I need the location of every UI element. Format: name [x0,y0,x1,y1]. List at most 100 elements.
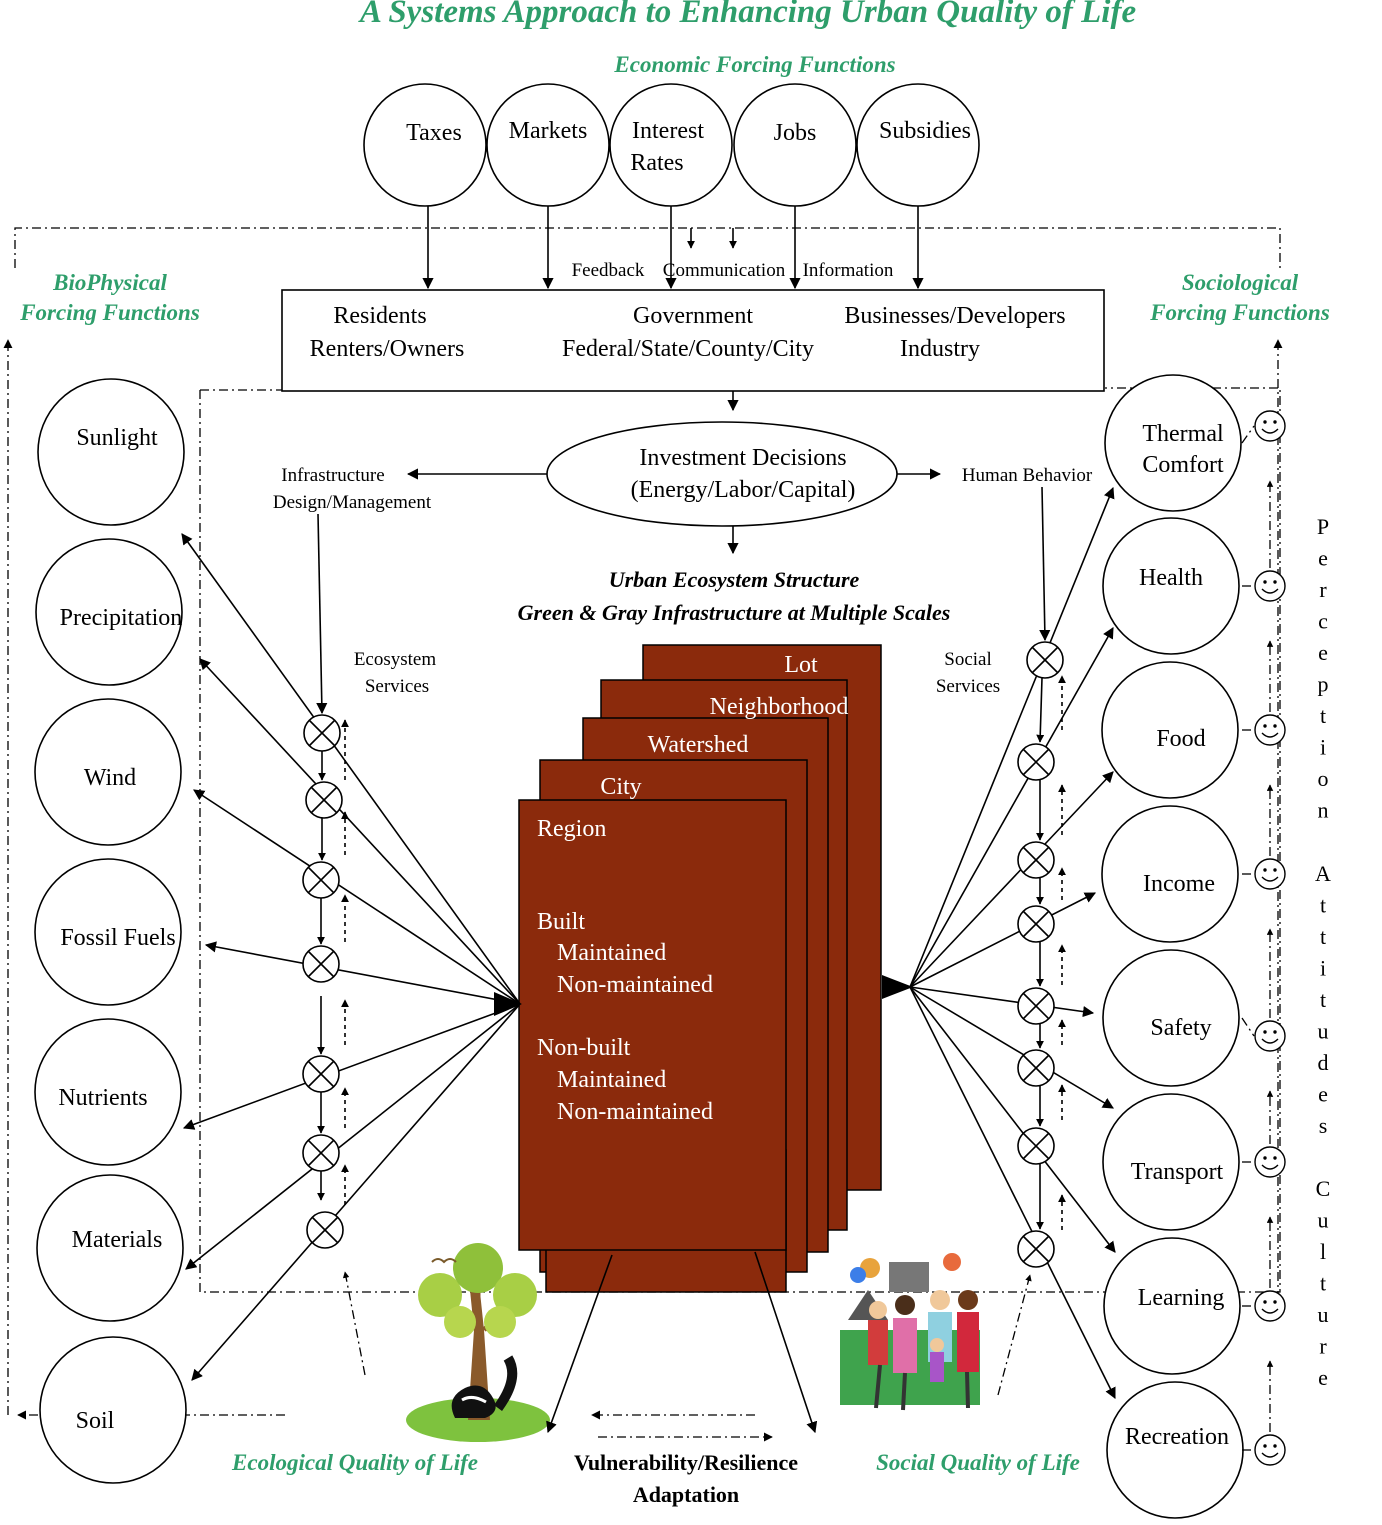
scale-stack: Lot Neighborhood Watershed City Region B… [518,644,882,1293]
city-label: City [600,774,641,800]
economic-circles: Taxes Markets Interest Rates Jobs Subsid… [363,83,980,207]
safety-circle [1102,949,1240,1087]
recreation-label: Recreation [1125,1424,1229,1450]
tree-illustration [406,1243,550,1442]
markets-circle [486,83,610,207]
valve-icon [302,1134,340,1172]
perception-smileys [1241,410,1286,1466]
infrastructure-line1: Infrastructure [281,465,384,486]
valve-icon [1017,987,1055,1025]
investment-line1: Investment Decisions [639,445,846,471]
valve-icon [1017,1049,1055,1087]
ecosystem-services-line1: Ecosystem [354,649,437,670]
soil-circle [39,1336,187,1484]
interest-label: Interest [632,118,704,144]
materials-label: Materials [72,1227,163,1253]
fossil-fuels-circle [34,858,182,1006]
sunlight-label: Sunlight [76,425,158,451]
watershed-label: Watershed [648,732,749,758]
valve-icon [1017,1230,1055,1268]
smiley-icon [1254,1020,1286,1052]
sociological-subheading: Forcing Functions [1149,300,1330,325]
recreation-circle [1106,1381,1244,1519]
sociological-circles: Thermal Comfort Health Food Income Safet… [1101,374,1244,1519]
feedback-label: Feedback [572,260,645,281]
biophysical-circles: Sunlight Precipitation Wind Fossil Fuels… [34,378,187,1484]
economic-arrows [422,206,924,290]
adaptation-label: Adaptation [633,1482,739,1507]
jobs-label: Jobs [774,120,817,146]
gov-levels-label: Federal/State/County/City [562,336,814,362]
nonbuilt-label: Non-built [537,1035,631,1061]
infrastructure-line2: Design/Management [273,492,432,513]
markets-label: Markets [509,118,588,144]
smiley-icon [1254,1146,1286,1178]
smiley-icon [1254,714,1286,746]
built-nonmaintained-label: Non-maintained [557,972,713,998]
left-fan-arrows [181,533,521,1381]
built-label: Built [537,909,585,935]
residents-label: Residents [333,303,426,329]
valve-icon [302,1055,340,1093]
valve-icon [1026,641,1064,679]
information-label: Information [803,260,894,281]
biophysical-subheading: Forcing Functions [19,300,200,325]
wind-circle [34,698,182,846]
nutrients-circle [34,1018,182,1166]
thermal-comfort-circle [1104,374,1242,512]
bottom-arrows [546,1251,818,1442]
ecosystem-services-line2: Services [365,676,429,697]
smiley-icon [1254,1434,1286,1466]
human-behavior-label: Human Behavior [962,465,1093,486]
income-label: Income [1143,871,1215,897]
social-quality-label: Social Quality of Life [876,1450,1080,1475]
precipitation-circle [35,538,183,686]
smiley-connector [1241,1017,1255,1037]
industry-label: Industry [900,336,980,362]
interest-rates-circle [609,83,733,207]
wind-label: Wind [84,765,136,791]
valve-icon [306,1211,344,1249]
safety-label: Safety [1150,1015,1211,1041]
structure-line1: Urban Ecosystem Structure [609,567,860,592]
valve-icon [302,945,340,983]
fossil-fuels-label: Fossil Fuels [60,925,175,951]
precipitation-label: Precipitation [60,605,183,631]
transport-circle [1102,1093,1240,1231]
comfort-label: Comfort [1142,452,1224,478]
subsidies-circle [856,83,980,207]
taxes-label: Taxes [406,120,462,146]
income-circle [1101,805,1239,943]
region-card [518,799,787,1251]
built-maintained-label: Maintained [557,940,666,966]
thermal-label: Thermal [1142,421,1224,447]
valve-icon [1017,905,1055,943]
government-label: Government [633,303,753,329]
smiley-icon [1254,410,1286,442]
vulnerability-label: Vulnerability/Resilience [574,1450,798,1475]
right-fan-arrows [909,486,1116,1400]
actors-box: Residents Renters/Owners Government Fede… [281,289,1105,392]
investment-decisions: Investment Decisions (Energy/Labor/Capit… [546,421,898,527]
food-circle [1101,661,1239,799]
materials-circle [36,1174,184,1322]
transport-label: Transport [1131,1159,1224,1185]
valve-icon [303,714,341,752]
taxes-circle [363,83,487,207]
communication-label: Communication [663,260,786,281]
smiley-icon [1254,1290,1286,1322]
health-label: Health [1139,565,1203,591]
smiley-icon [1254,858,1286,890]
biophysical-heading: BioPhysical [52,270,167,295]
valve-icon [1017,841,1055,879]
people-illustration [840,1253,980,1411]
sociological-heading: Sociological [1182,270,1299,295]
business-label: Businesses/Developers [844,303,1065,329]
